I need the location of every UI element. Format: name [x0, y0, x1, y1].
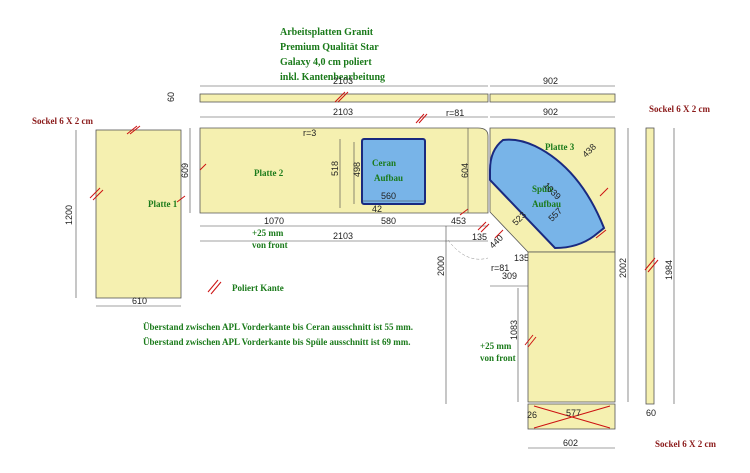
- red-mark-p2-top-a: [415, 113, 425, 124]
- dim-135-b: 135: [514, 253, 529, 263]
- dim-top-strip-height: 60: [166, 92, 176, 102]
- dim-453: 453: [451, 216, 466, 226]
- ceran-label: Ceran: [372, 158, 396, 168]
- dim-ceran-outer-h: 518: [330, 161, 340, 176]
- dim-row2-right: 902: [543, 107, 558, 117]
- dim-26: 26: [527, 410, 537, 420]
- platte-3-label: Platte 3: [545, 142, 575, 152]
- dim-2103-bottom: 2103: [333, 231, 353, 241]
- dim-row2-left: 2103: [333, 107, 353, 117]
- dim-ceran-inner-w: 560: [381, 191, 396, 201]
- spuele-shape: [489, 138, 606, 250]
- dim-440: 440: [487, 233, 505, 251]
- corner-arc: [447, 239, 489, 260]
- sockel-label-top-right: Sockel 6 X 2 cm: [649, 104, 710, 114]
- dim-top-strip-right: 902: [543, 76, 558, 86]
- red-mark-p1-right-a: [176, 195, 186, 203]
- top-strip-left: [199, 93, 489, 103]
- poliert-mark-a: [207, 279, 219, 293]
- dim-1083: 1083: [509, 320, 519, 340]
- dim-577: 577: [566, 408, 581, 418]
- platte-1-shape: [95, 129, 182, 299]
- red-mark-corner-c: [494, 229, 504, 239]
- title-line-3: Galaxy 4,0 cm poliert: [280, 57, 372, 68]
- dim-p1-height: 1200: [64, 205, 74, 225]
- red-mark-p2-top-b: [418, 113, 428, 124]
- platte-2-shape: [199, 127, 489, 214]
- red-mark-p1-left-a: [89, 187, 101, 199]
- ceran-shape: [361, 138, 426, 205]
- dim-p1-width: 610: [132, 296, 147, 306]
- note-ceran: Überstand zwischen APL Vorderkante bis C…: [143, 322, 413, 332]
- note-spuele: Überstand zwischen APL Vorderkante bis S…: [143, 337, 411, 347]
- dim-602: 602: [563, 438, 578, 448]
- red-mark-corner-a: [477, 221, 487, 231]
- red-mark-p2-bottom: [459, 208, 469, 216]
- dim-r3: r=3: [303, 128, 316, 138]
- sockel-label-left: Sockel 6 X 2 cm: [32, 116, 93, 126]
- dim-309: 309: [502, 271, 517, 281]
- red-mark-p4-b: [527, 336, 537, 348]
- dim-60-corner: 60: [646, 408, 656, 418]
- red-mark-top-a: [334, 91, 346, 103]
- red-mark-top-b: [337, 91, 349, 103]
- ceran-label-2: Aufbau: [374, 173, 403, 183]
- dim-2000: 2000: [436, 256, 446, 276]
- red-mark-right-b: [647, 259, 659, 273]
- plus25-a-line1: +25 mm: [252, 228, 284, 238]
- platte-1: Platte 1 1200 610: [64, 125, 186, 307]
- top-strip-right: [489, 93, 616, 103]
- title-line-4: inkl. Kantenbearbeitung: [280, 72, 385, 83]
- red-mark-p2-left: [199, 163, 207, 171]
- ceran-cutout: Ceran Aufbau 518 498 560 580 42: [330, 138, 426, 227]
- dim-r81-top: r=81: [446, 108, 464, 118]
- red-mark-p1-top-b: [129, 125, 141, 135]
- plus25-b-line1: +25 mm: [480, 341, 512, 351]
- platte-4: 1083 +25 mm von front 26 577 602 60: [480, 251, 656, 449]
- dim-ceran-small: 42: [372, 204, 382, 214]
- platte-1-label: Platte 1: [148, 199, 178, 209]
- spuele-label: Spüle: [532, 184, 554, 194]
- red-mark-spuele: [595, 229, 607, 239]
- dim-604: 604: [460, 163, 470, 178]
- red-mark-p3-right: [599, 187, 609, 197]
- red-mark-right-a: [644, 257, 656, 271]
- top-sockel-strip: 2103 902 60: [166, 76, 616, 103]
- red-mark-corner-b: [480, 223, 490, 233]
- dim-2002: 2002: [618, 258, 628, 278]
- dim-p2-height: 609: [180, 163, 190, 178]
- title-line-1: Arbeitsplatten Granit: [280, 27, 374, 38]
- dim-135-a: 135: [472, 232, 487, 242]
- sockel-label-bottom-right: Sockel 6 X 2 cm: [655, 439, 716, 449]
- dim-ceran-inner-h: 498: [352, 162, 362, 177]
- spuele-label-2: Aufbau: [532, 199, 561, 209]
- dim-1070: 1070: [264, 216, 284, 226]
- red-mark-p4-a: [524, 334, 534, 346]
- dim-ceran-outer-w: 580: [381, 216, 396, 226]
- right-sockel-strip: 1984: [644, 127, 675, 405]
- plus25-a-line2: von front: [252, 240, 288, 250]
- dim-r81-low: r=81: [491, 263, 509, 273]
- red-mark-p1-top-a: [126, 125, 138, 135]
- dim-1984: 1984: [664, 260, 674, 280]
- platte-4-shape: [527, 251, 616, 403]
- right-strip-shape: [645, 127, 655, 405]
- poliert-kante-label: Poliert Kante: [232, 283, 284, 293]
- red-mark-p1-left-b: [92, 189, 104, 201]
- platte-2-label: Platte 2: [254, 168, 284, 178]
- plus25-b-line2: von front: [480, 353, 516, 363]
- title-block: Arbeitsplatten Granit Premium Qualität S…: [280, 27, 385, 83]
- red-cross-b: [533, 405, 611, 429]
- poliert-mark-b: [210, 281, 222, 295]
- title-line-2: Premium Qualität Star: [280, 42, 379, 53]
- dim-top-strip-left: 2103: [333, 76, 353, 86]
